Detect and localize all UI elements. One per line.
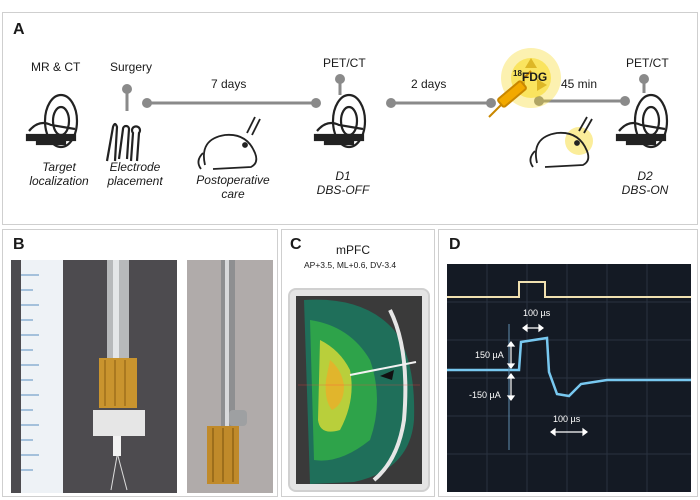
biphasic-pulse-trace [447, 336, 691, 398]
dot-pet2 [639, 74, 649, 84]
timeline-graphic [25, 48, 669, 170]
fdg-isotope: 18 [513, 69, 522, 78]
pet1-caption-line1: D1 [335, 169, 351, 183]
surgery-caption: Electrode placement [107, 160, 162, 188]
panel-c-label: C [290, 236, 302, 253]
oscilloscope-trace [447, 264, 691, 492]
scanner-icon-mrct [25, 93, 79, 149]
pet2-caption-line2: DBS-ON [621, 183, 669, 197]
mrct-title: MR & CT [31, 60, 81, 74]
dot-start-7days [142, 98, 152, 108]
pet1-caption: D1 DBS-OFF [317, 169, 370, 197]
panel-c-pet-image: C mPFC AP+3.5, ML+0.6, DV-3.4 [281, 229, 435, 497]
dot-end-7days [311, 98, 321, 108]
stereotaxic-coords: AP+3.5, ML+0.6, DV-3.4 [304, 260, 397, 270]
electrode-closeup-drawing [207, 260, 247, 484]
postop-caption-line2: care [221, 187, 245, 201]
fdg-label: 18FDG [513, 69, 547, 84]
mrct-caption: Target localization [29, 160, 88, 188]
scanner-icon-pet1 [313, 93, 367, 149]
mpfc-title: mPFC [336, 243, 370, 257]
panel-d-label: D [449, 236, 461, 253]
dot-surgery [122, 84, 132, 94]
dot-start-2days [386, 98, 396, 108]
dot-start-45min [534, 96, 544, 106]
trigger-trace [447, 281, 691, 298]
surgery-caption-line1: Electrode [109, 160, 161, 174]
panel-b-electrode-photos: B [2, 229, 278, 497]
panel-a-timeline: A [2, 12, 698, 225]
pulse-width-bottom-label: 100 µs [553, 414, 581, 424]
pet2-caption-line1: D2 [637, 169, 653, 183]
dot-pet1 [335, 74, 345, 84]
pulse-width-top-label: 100 µs [523, 308, 551, 318]
oscilloscope-screen: 100 µs 150 µA -150 µA 100 µs [447, 264, 691, 492]
panel-b-label: B [13, 236, 25, 253]
interval-7-days: 7 days [211, 77, 247, 91]
electrode-ruler-drawing [21, 260, 145, 493]
fdg-tracer: FDG [521, 70, 548, 84]
amplitude-positive-label: 150 µA [475, 350, 504, 360]
syringe-icon [488, 70, 532, 118]
panel-a-label: A [13, 21, 25, 38]
interval-2-days: 2 days [411, 77, 447, 91]
postop-caption: Postoperative care [196, 173, 269, 201]
mouse-icon-postop [197, 116, 261, 170]
pet1-caption-line2: DBS-OFF [316, 183, 370, 197]
surgery-title: Surgery [110, 60, 153, 74]
mrct-caption-line2: localization [29, 174, 89, 188]
electrode-photo-with-ruler [11, 260, 177, 493]
amplitude-negative-label: -150 µA [469, 390, 501, 400]
surgery-caption-line2: placement [107, 174, 163, 188]
pet1-title: PET/CT [323, 56, 366, 70]
scanner-icon-pet2 [615, 93, 669, 149]
dot-end-2days [486, 98, 496, 108]
interval-45-min: 45 min [561, 77, 598, 91]
mouse-icon-stimulated [529, 116, 593, 168]
pet2-caption: D2 DBS-ON [622, 169, 669, 197]
dot-end-45min [620, 96, 630, 106]
panel-d-oscilloscope: D 100 µs 150 µA -150 µA 100 µs [438, 229, 698, 497]
electrode-photo-closeup [187, 260, 273, 493]
pet2-title: PET/CT [626, 56, 669, 70]
postop-caption-line1: Postoperative [196, 173, 270, 187]
pet-ct-overlay-drawing [296, 296, 422, 484]
pet-ct-overlay-image [290, 290, 428, 490]
mrct-caption-line1: Target [42, 160, 76, 174]
electrode-tools-icon [105, 122, 142, 162]
